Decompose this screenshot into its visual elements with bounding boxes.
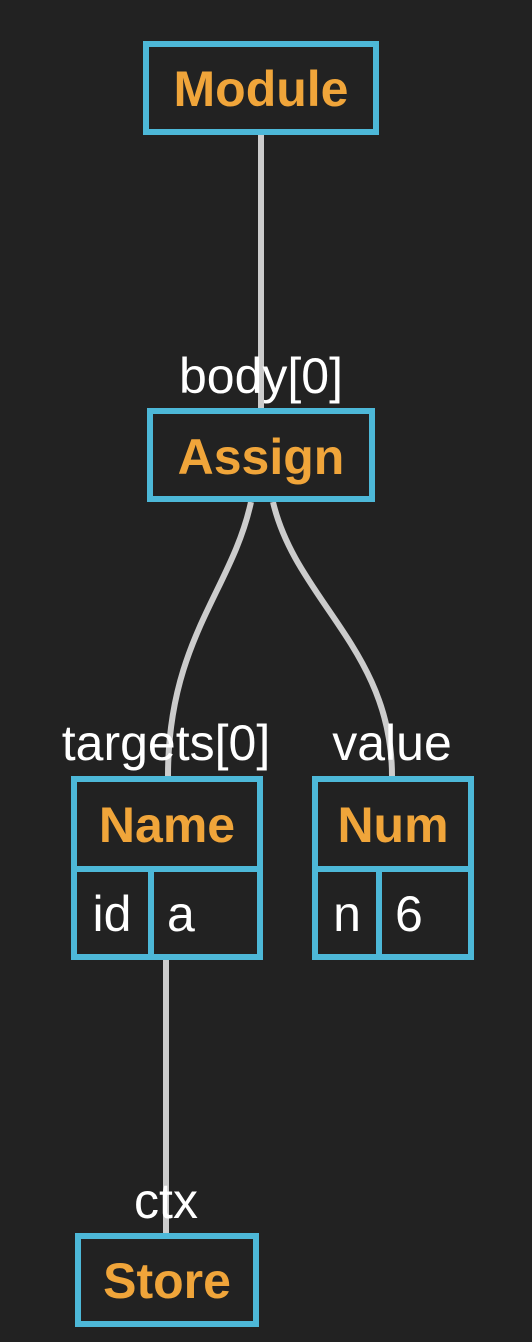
node-assign-box bbox=[147, 408, 375, 502]
edge-label-body: body[0] bbox=[179, 348, 343, 404]
node-num: Num n 6 bbox=[312, 776, 474, 960]
node-name: Name id a bbox=[71, 776, 263, 960]
edge-assign-name bbox=[165, 501, 254, 777]
node-store-box bbox=[75, 1233, 259, 1327]
node-module-box bbox=[143, 41, 379, 135]
node-assign-title: Assign bbox=[178, 429, 345, 485]
node-num-title: Num bbox=[337, 797, 448, 853]
node-name-title: Name bbox=[99, 797, 235, 853]
edge-label-targets: targets[0] bbox=[62, 715, 270, 771]
node-store: Store bbox=[75, 1233, 259, 1327]
edge-assign-num bbox=[270, 501, 395, 777]
node-module: Module bbox=[143, 41, 379, 135]
node-name-field-key: id bbox=[93, 886, 132, 942]
node-num-field-key: n bbox=[333, 886, 361, 942]
node-name-field-value: a bbox=[167, 886, 195, 942]
edge-label-value: value bbox=[332, 715, 452, 771]
node-module-title: Module bbox=[174, 61, 349, 117]
node-assign: Assign bbox=[147, 408, 375, 502]
edge-label-ctx: ctx bbox=[134, 1173, 198, 1229]
node-num-field-value: 6 bbox=[395, 886, 423, 942]
node-store-title: Store bbox=[103, 1253, 231, 1309]
